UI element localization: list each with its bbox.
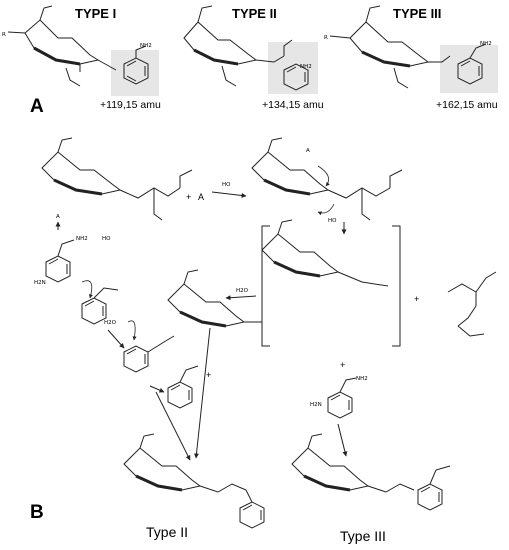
- arrow-step-4: [149, 385, 165, 393]
- water-2: H2O: [104, 320, 117, 326]
- water-1: H2O: [236, 288, 249, 294]
- type-2-adduct-box: [268, 42, 318, 94]
- type-2-title: TYPE II: [232, 6, 277, 21]
- product-type-2-label: Type II: [146, 524, 188, 540]
- arrow-rearr: [107, 329, 125, 349]
- arrow-to-type2-b: [155, 391, 191, 461]
- hydroxide-1: HO: [222, 182, 231, 188]
- reagent-a-3: A: [56, 214, 60, 220]
- arrow-step-1: [211, 191, 247, 198]
- amide-nh2: NH2: [76, 236, 88, 242]
- svg-text:R: R: [2, 32, 6, 38]
- anthranilamide-nh2: NH2: [356, 376, 368, 382]
- type-3-adduct-box: [440, 45, 498, 93]
- plus-sign-2: +: [414, 294, 419, 304]
- arrow-step-3: [225, 295, 257, 301]
- reagent-a-2: A: [306, 148, 310, 154]
- type-1-mass: +119,15 amu: [100, 99, 161, 111]
- svg-text:R: R: [324, 35, 328, 41]
- panel-a-label: A: [30, 96, 44, 117]
- anthranilamide-h2n: H2N: [310, 402, 322, 408]
- svg-text:NH2: NH2: [480, 41, 492, 47]
- svg-text:NH2: NH2: [300, 64, 312, 70]
- panel-b-label: B: [30, 502, 44, 523]
- plus-sign-4: +: [206, 370, 211, 380]
- type-1-title: TYPE I: [75, 6, 116, 21]
- plus-sign-1: +: [186, 192, 191, 202]
- product-type-3-label: Type III: [340, 528, 386, 544]
- type-1-adduct-box: [111, 50, 159, 96]
- svg-text:NH2: NH2: [140, 43, 152, 49]
- hydroxide-2: HO: [328, 218, 337, 224]
- type-3-title: TYPE III: [393, 6, 441, 21]
- type-2-mass: +134,15 amu: [262, 99, 324, 111]
- aniline-h2n: H2N: [34, 280, 46, 286]
- reagent-a-1: A: [198, 192, 204, 202]
- arrow-to-type3: [337, 423, 348, 457]
- arrow-to-type2-a: [193, 327, 211, 459]
- plus-sign-3: +: [340, 360, 345, 370]
- hydroxide-3: HO: [102, 236, 111, 242]
- type-3-mass: +162,15 amu: [436, 99, 498, 111]
